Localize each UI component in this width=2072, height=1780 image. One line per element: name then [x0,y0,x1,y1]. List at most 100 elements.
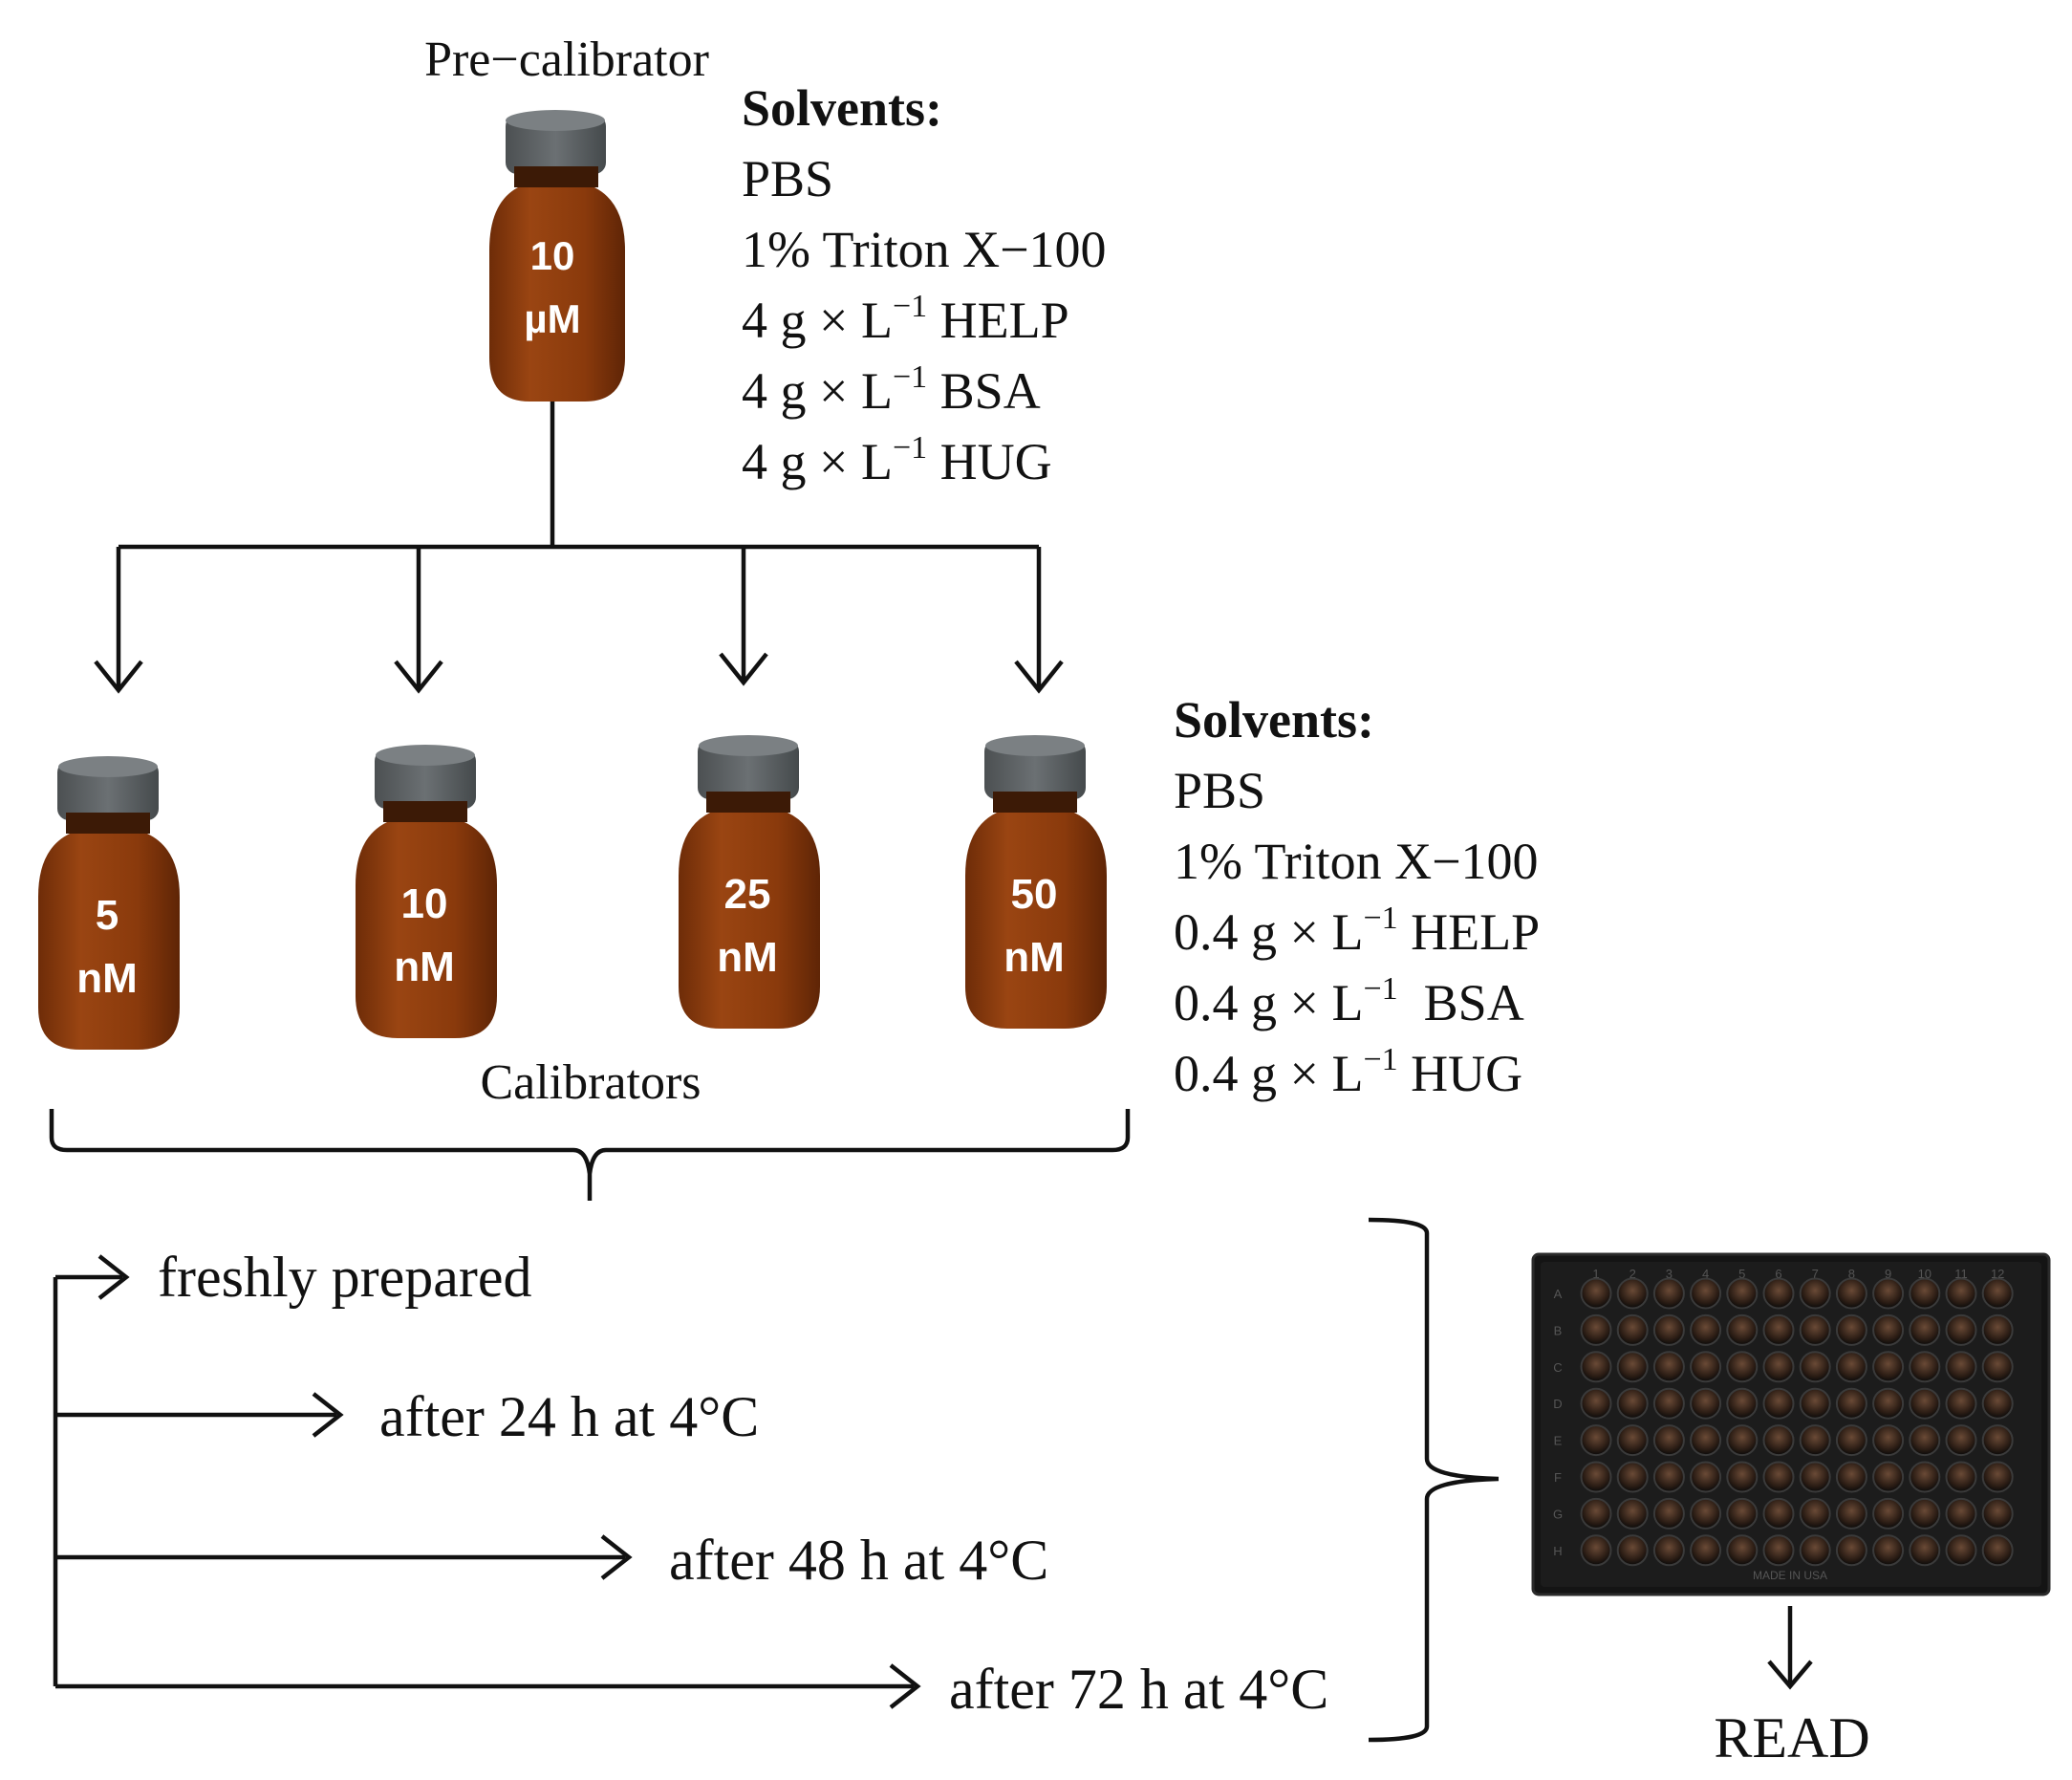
solvents-heading: Solvents: [1174,691,1374,749]
calibrator-bottle: 5 nM [38,756,180,1050]
timepoint-24h: after 24 h at 4°C [379,1385,759,1448]
calibrators-label: Calibrators [480,1055,701,1110]
plate-well [1616,1351,1649,1383]
plate-well [1799,1387,1831,1420]
calibrator-unit: nM [1004,934,1065,981]
plate-well [1909,1424,1941,1457]
plate-well [1652,1461,1685,1493]
plate-well [1762,1277,1795,1310]
solvent-superscript: −1 [893,289,927,324]
pre-calibrator-label: Pre−calibrator [424,33,709,87]
plate-well [1726,1351,1759,1383]
plate-column-label: 9 [1885,1267,1891,1281]
plate-well [1835,1534,1867,1567]
plate-well [1652,1387,1685,1420]
plate-row-label: G [1553,1507,1563,1521]
plate-well [1945,1277,1977,1310]
plate-well [1909,1534,1941,1567]
plate-column-label: 1 [1592,1267,1599,1281]
plate-well [1981,1351,2014,1383]
plate-well [1872,1277,1905,1310]
plate-well [1909,1497,1941,1530]
calibrator-value: 10 [401,880,448,927]
solvent-prefix: 4 g × L [742,292,893,349]
timepoint-fresh: freshly prepared [158,1246,531,1309]
plate-well [1909,1277,1941,1310]
plate-well [1652,1351,1685,1383]
plate-well [1872,1534,1905,1567]
plate-column-label: 7 [1812,1267,1819,1281]
plate-well [1652,1534,1685,1567]
plate-well [1690,1424,1722,1457]
solvent-prefix: 4 g × L [742,362,893,420]
plate-well [1799,1534,1831,1567]
read-label: READ [1714,1706,1869,1769]
solvent-superscript: −1 [1363,901,1397,936]
solvent-suffix: BSA [1398,974,1524,1031]
bottle-cap [698,740,799,799]
plate-well [1981,1461,2014,1493]
solvents-bottom: Solvents: PBS 1% Triton X−100 0.4 g × L−1 H… [1174,691,1540,1102]
plate-well [1580,1497,1612,1530]
bottle-body [965,813,1107,1029]
plate-well [1690,1387,1722,1420]
plate-well [1945,1424,1977,1457]
plate-well [1762,1424,1795,1457]
plate-well [1909,1351,1941,1383]
bottle-body [489,187,625,402]
plate-well [1909,1313,1941,1346]
timepoint-72h: after 72 h at 4°C [949,1658,1328,1721]
plate-well [1799,1497,1831,1530]
plate-well [1616,1313,1649,1346]
pre-calibrator-bottle: 10 µM [489,110,625,402]
solvent-line: 0.4 g × L−1 HUG [1174,1042,1522,1102]
plate-well [1981,1497,2014,1530]
bottle-body [356,822,497,1038]
solvent-suffix: HUG [927,433,1052,490]
plate-well [1835,1351,1867,1383]
plate-column-label: 3 [1666,1267,1673,1281]
plate-row-label: F [1554,1470,1562,1485]
timepoint-48h: after 48 h at 4°C [669,1529,1048,1592]
plate-well [1835,1461,1867,1493]
solvent-line: 1% Triton X−100 [742,221,1107,278]
plate-well [1580,1534,1612,1567]
solvent-suffix: HUG [1398,1045,1523,1102]
plate-well [1580,1351,1612,1383]
plate-well [1835,1424,1867,1457]
plate-column-label: 6 [1775,1267,1781,1281]
solvent-line: 1% Triton X−100 [1174,833,1539,890]
plate-well [1762,1313,1795,1346]
plate-well [1799,1277,1831,1310]
plate-well [1690,1497,1722,1530]
bottle-cap [984,740,1086,799]
calibrator-unit: nM [76,955,138,1002]
calibrator-value: 5 [96,892,119,939]
plate-well [1981,1277,2014,1310]
plate-well [1872,1351,1905,1383]
solvent-prefix: 4 g × L [742,433,893,490]
plate-well [1616,1497,1649,1530]
plate-well [1726,1387,1759,1420]
pre-calibrator-value: 10 [530,233,575,278]
solvent-suffix: BSA [927,362,1041,420]
plate-well [1872,1424,1905,1457]
solvent-prefix: 0.4 g × L [1174,903,1363,961]
plate-well [1981,1387,2014,1420]
distribution-connector [94,402,1064,694]
solvent-line: 4 g × L−1 HUG [742,430,1052,490]
calibrator-bottle: 50 nM [965,735,1107,1029]
plate-well [1690,1277,1722,1310]
plate-well [1835,1277,1867,1310]
plate-well [1872,1497,1905,1530]
plate-well [1909,1387,1941,1420]
plate-well [1726,1461,1759,1493]
plate-row-label: B [1554,1323,1563,1337]
plate-well [1799,1351,1831,1383]
plate-column-label: 11 [1954,1267,1968,1281]
calibrator-value: 50 [1011,871,1058,918]
solvent-line: PBS [1174,762,1265,819]
pre-calibrator-unit: µM [524,296,580,341]
plate-column-label: 2 [1630,1267,1636,1281]
